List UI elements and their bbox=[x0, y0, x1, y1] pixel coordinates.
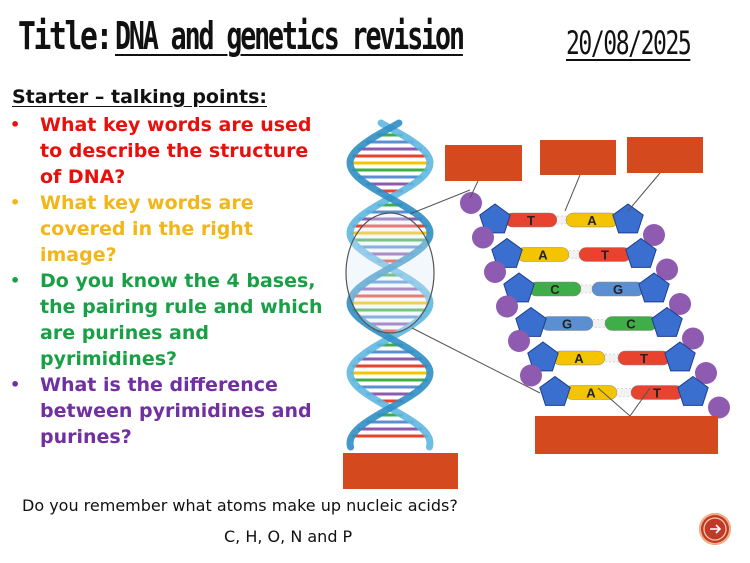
label-pointer bbox=[627, 172, 661, 212]
base-letter-left: G bbox=[562, 317, 572, 332]
bullet-icon: • bbox=[10, 115, 21, 134]
dna-diagram: T A A T C G G C A T A T bbox=[343, 119, 730, 489]
label-pointer bbox=[469, 180, 479, 199]
hydrogen-bond bbox=[568, 250, 580, 259]
zoom-circle bbox=[345, 212, 435, 334]
dna-ladder: T A A T C G G C A T A T bbox=[460, 192, 730, 419]
starter-question: • Do you know the 4 bases, the pairing r… bbox=[10, 268, 330, 372]
starter-question-text: What key words are covered in the right … bbox=[40, 192, 254, 266]
hydrogen-bond bbox=[580, 284, 593, 294]
arrow-right-icon bbox=[703, 517, 727, 541]
label-pointer bbox=[629, 387, 651, 417]
starter-question: • What key words are covered in the righ… bbox=[10, 190, 330, 268]
sugar-left bbox=[491, 237, 523, 268]
label-box-2 bbox=[540, 140, 616, 175]
phosphate-left bbox=[460, 192, 482, 214]
label-box-4 bbox=[535, 416, 718, 454]
zoom-line-bottom bbox=[411, 327, 541, 394]
starter-question-text: What is the difference between pyrimidin… bbox=[40, 374, 312, 448]
helix-backbone bbox=[346, 119, 434, 451]
base-letter-right: C bbox=[626, 317, 636, 332]
footer-answer: C, H, O, N and P bbox=[224, 527, 353, 546]
base-letter-right: T bbox=[601, 248, 609, 263]
base-letter-right: T bbox=[640, 351, 648, 366]
hydrogen-bond bbox=[616, 388, 632, 397]
starter-question-text: Do you know the 4 bases, the pairing rul… bbox=[40, 270, 323, 370]
sugar-right bbox=[651, 306, 683, 337]
sugar-right bbox=[625, 237, 657, 268]
sugar-right bbox=[638, 272, 670, 303]
phosphate-right bbox=[682, 327, 704, 350]
phosphate-right bbox=[695, 362, 717, 384]
base-letter-left: T bbox=[527, 213, 535, 228]
base-letter-right: G bbox=[613, 282, 623, 297]
bullet-icon: • bbox=[10, 271, 21, 290]
sugar-left bbox=[539, 375, 571, 406]
label-pointer bbox=[597, 387, 631, 417]
label-pointer bbox=[564, 174, 581, 212]
zoom-line-top bbox=[409, 189, 471, 215]
bullet-icon: • bbox=[10, 375, 21, 394]
phosphate-right bbox=[669, 293, 691, 315]
hydrogen-bond bbox=[556, 215, 567, 225]
hydrogen-bond bbox=[604, 353, 619, 363]
starter-question-list: • What key words are used to describe th… bbox=[10, 112, 330, 450]
phosphate-left bbox=[520, 364, 542, 387]
base-letter-right: A bbox=[587, 213, 597, 228]
base-letter-left: A bbox=[586, 386, 596, 401]
base-letter-left: A bbox=[574, 351, 584, 366]
page-title: DNA and genetics revision bbox=[115, 14, 465, 58]
title-prefix: Title: bbox=[18, 14, 113, 58]
starter-question-text: What key words are used to describe the … bbox=[40, 114, 312, 188]
phosphate-right bbox=[708, 396, 730, 419]
starter-heading: Starter – talking points: bbox=[12, 86, 268, 108]
hydrogen-bond bbox=[592, 319, 606, 328]
sugar-left bbox=[515, 306, 547, 337]
base-letter-left: C bbox=[550, 282, 560, 297]
footer-question: Do you remember what atoms make up nucle… bbox=[22, 496, 458, 515]
sugar-right bbox=[612, 203, 644, 234]
starter-question: • What key words are used to describe th… bbox=[10, 112, 330, 190]
date: 20/08/2025 bbox=[566, 24, 692, 62]
phosphate-right bbox=[643, 224, 665, 246]
base-letter-right: T bbox=[653, 386, 661, 401]
starter-question: • What is the difference between pyrimid… bbox=[10, 372, 330, 450]
phosphate-left bbox=[508, 330, 530, 352]
phosphate-right bbox=[656, 258, 678, 281]
sugar-left bbox=[527, 341, 559, 372]
helix-backbone bbox=[346, 119, 434, 451]
label-box-3 bbox=[627, 137, 703, 173]
bullet-icon: • bbox=[10, 193, 21, 212]
base-letter-left: A bbox=[538, 248, 548, 263]
label-box-1 bbox=[445, 145, 522, 181]
sugar-right bbox=[664, 341, 696, 372]
sugar-left bbox=[479, 203, 511, 234]
sugar-left bbox=[503, 272, 535, 303]
label-box-5 bbox=[343, 453, 458, 489]
phosphate-left bbox=[472, 226, 494, 249]
phosphate-left bbox=[496, 295, 518, 318]
sugar-right bbox=[677, 375, 709, 406]
phosphate-left bbox=[484, 261, 506, 283]
next-slide-button[interactable] bbox=[699, 513, 731, 545]
